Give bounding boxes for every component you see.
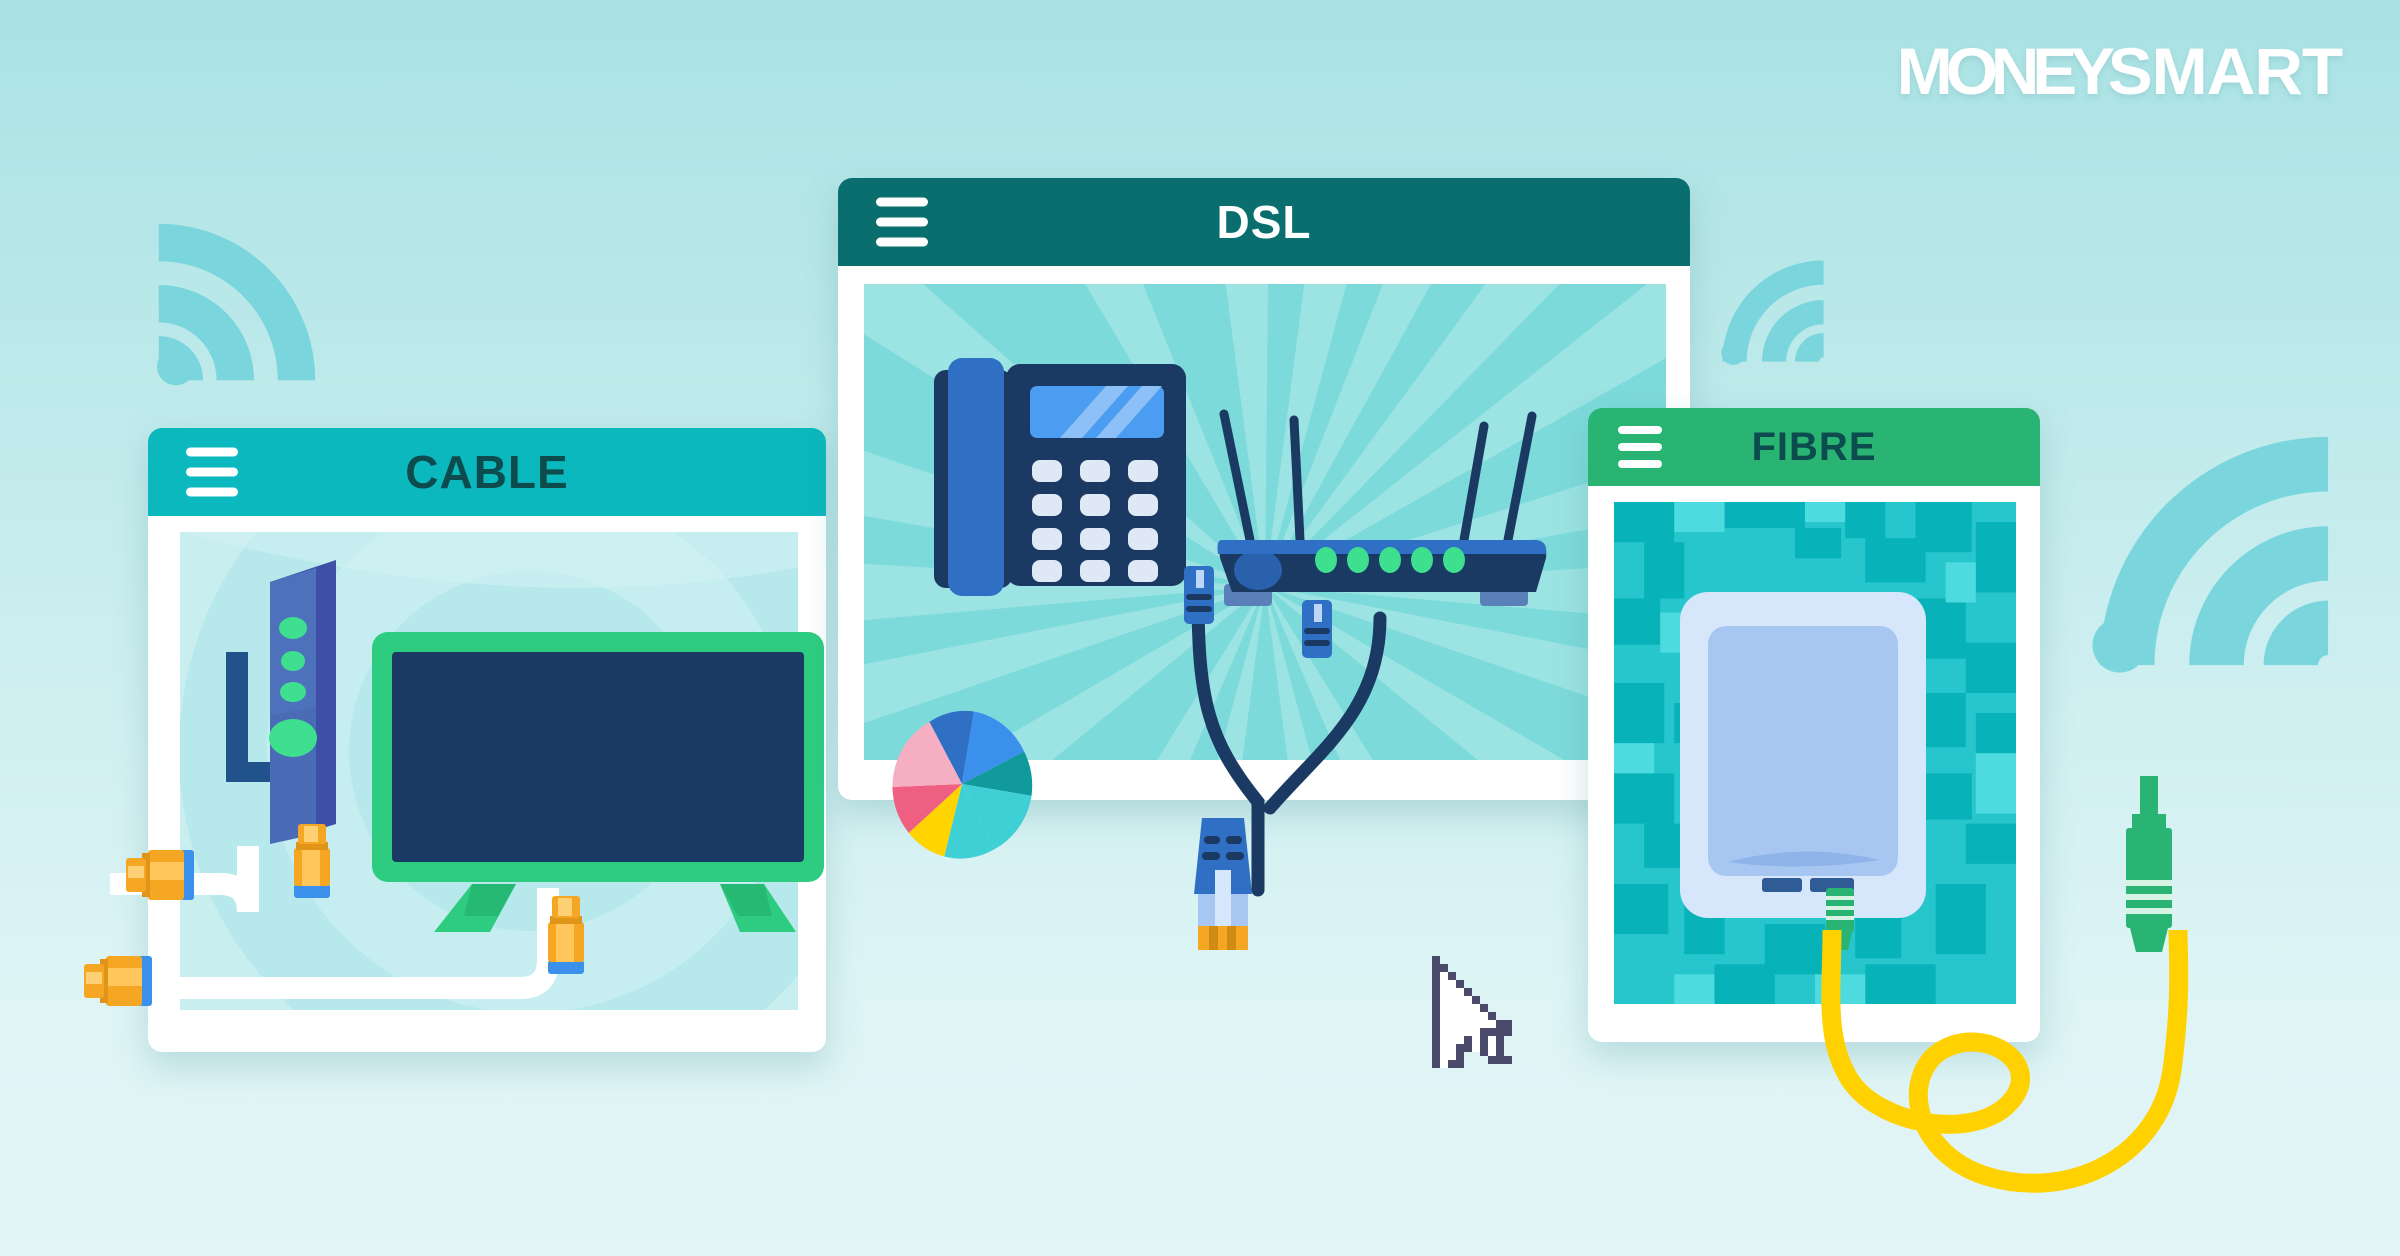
dsl-window-titlebar: DSL (838, 178, 1690, 266)
desk-phone (934, 358, 1186, 596)
wifi-signal-left-icon (152, 212, 322, 392)
hamburger-icon[interactable] (876, 197, 928, 247)
wifi-signal-center-small-icon (1718, 252, 1828, 370)
wifi-router (1217, 409, 1547, 606)
rj45-plug-router (1302, 600, 1332, 658)
coax-connector-upper (126, 850, 194, 900)
rj45-plug-phone (1184, 566, 1214, 624)
fibre-window-titlebar: FIBRE (1588, 408, 2040, 486)
fibre-connector-end (2126, 776, 2172, 952)
fibre-optic-cable (1821, 930, 2189, 1193)
mouse-pointer-icon[interactable] (1424, 948, 1536, 1080)
rj45-plug-dangling (1194, 818, 1252, 950)
loading-beachball-icon (892, 710, 1033, 859)
dsl-window-title: DSL (1216, 196, 1312, 248)
television (372, 632, 824, 932)
logo-text-money: MONEY (1896, 34, 2115, 108)
coax-connector-lower (84, 956, 152, 1006)
cable-window-title: CABLE (405, 446, 569, 498)
logo-text-smart: SMART (2108, 34, 2343, 108)
hamburger-icon[interactable] (186, 447, 238, 497)
wifi-signal-right-icon (2090, 418, 2338, 684)
coaxial-cable-run (100, 846, 559, 999)
coax-connector-tv (548, 896, 584, 974)
fibre-window-title: FIBRE (1751, 424, 1877, 469)
cable-window-titlebar: CABLE (148, 428, 826, 516)
set-top-box (226, 560, 336, 844)
hamburger-icon[interactable] (1618, 426, 1662, 468)
optical-network-terminal (1680, 592, 1926, 918)
ethernet-cable (1191, 590, 1387, 897)
coax-connector-settop (294, 824, 330, 898)
